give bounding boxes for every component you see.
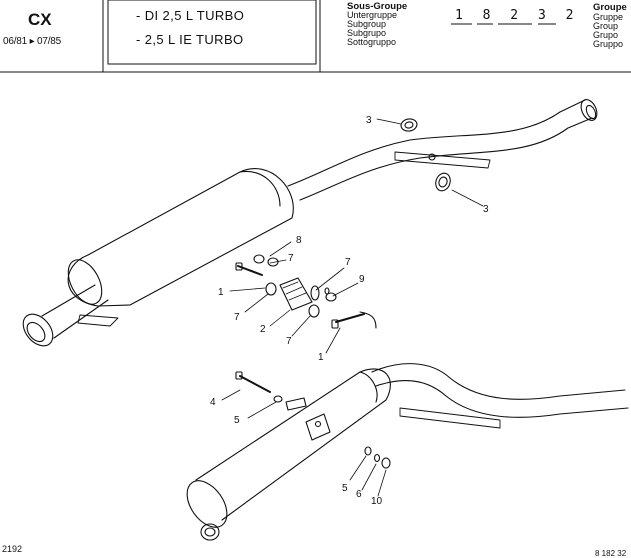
subgroup-code: 1 8 2 3 2 [455, 8, 580, 23]
bolt-lower [239, 375, 271, 393]
lower-front-pipe [371, 363, 629, 429]
engine-line-1: - DI 2,5 L TURBO [136, 8, 245, 23]
callout-7-upper-left: 7 [288, 253, 294, 264]
group-label-de: Gruppe [593, 12, 624, 22]
callout-9: 9 [359, 274, 365, 285]
upper-rear-silencer [67, 168, 294, 307]
subgroup-label-es: Subgrupo [347, 28, 387, 38]
group-label-en: Group [593, 21, 619, 31]
header-frame [0, 0, 631, 73]
callout-2: 2 [260, 324, 266, 335]
coupling-parts [235, 254, 377, 329]
callout-3-upper: 3 [366, 115, 372, 126]
footer-left-code: 2192 [2, 544, 23, 554]
callout-5-left: 5 [234, 415, 240, 426]
group-label-it: Gruppo [593, 39, 624, 49]
callout-6: 6 [356, 489, 362, 500]
subgroup-label-en: Subgroup [347, 19, 387, 29]
callout-5-right: 5 [342, 483, 348, 494]
date-range: 06/81 ▸ 07/85 [3, 36, 62, 47]
upper-tail-pipe [22, 284, 119, 347]
callout-8: 8 [296, 235, 302, 246]
gasket-ring-lower [435, 172, 451, 192]
model-name: CX [28, 10, 52, 29]
callout-7-bottom: 7 [286, 336, 292, 347]
group-label-es: Grupo [593, 30, 619, 40]
callout-7-lower-left: 7 [234, 312, 240, 323]
subgroup-label-it: Sottogruppo [347, 37, 397, 47]
callout-7-right: 7 [345, 257, 351, 268]
callout-4: 4 [210, 397, 216, 408]
gasket-ring-upper [400, 118, 418, 132]
callout-1-left: 1 [218, 287, 224, 298]
footer-right-code: 8 182 32 [595, 549, 627, 558]
callout-3-lower: 3 [483, 204, 489, 215]
subgroup-label-de: Untergruppe [347, 10, 398, 20]
subgroup-label-fr: Sous-Groupe [347, 1, 408, 12]
upper-front-pipe [287, 99, 598, 201]
group-label-fr: Groupe [593, 2, 627, 13]
engine-line-2: - 2,5 L IE TURBO [136, 32, 244, 47]
lower-silencer [186, 368, 391, 541]
leader-lines [221, 118, 484, 497]
callout-1-right: 1 [318, 352, 324, 363]
callout-10: 10 [371, 496, 383, 507]
